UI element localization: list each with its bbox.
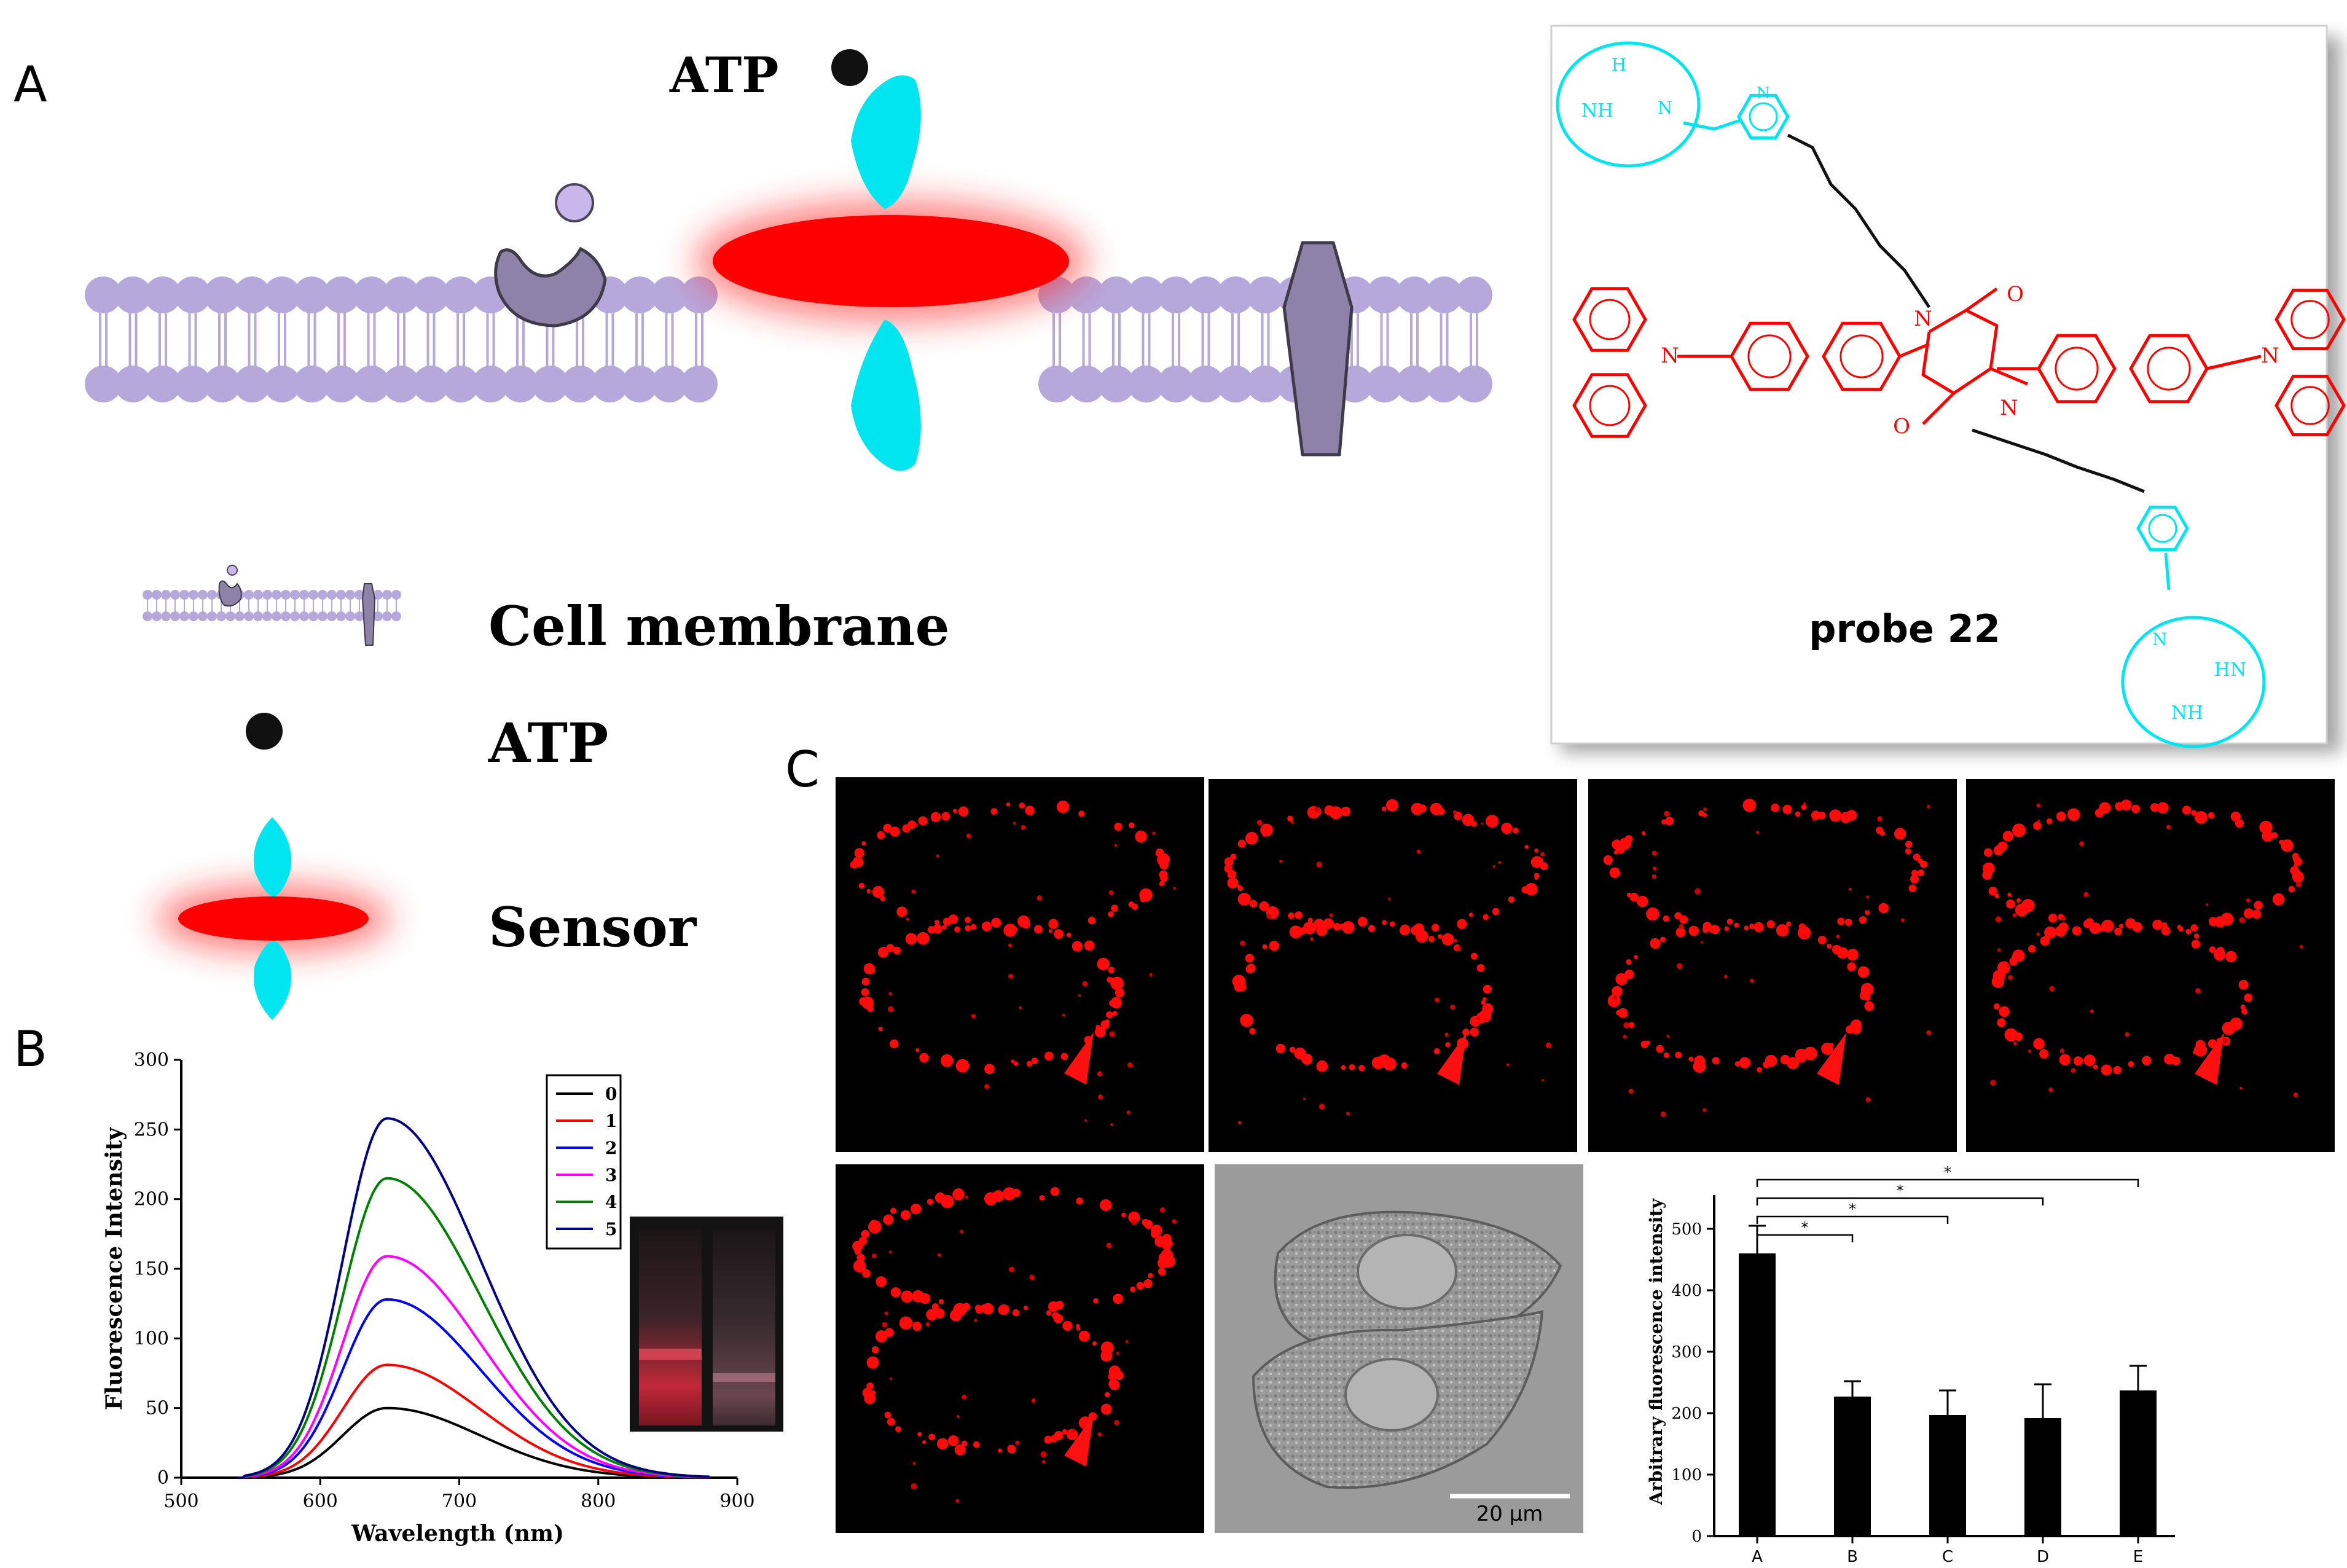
significance-bracket (1756, 1215, 1949, 1224)
bar-category-label: A (1752, 1548, 1763, 1566)
spectra-y-tick-label: 250 (134, 1119, 169, 1140)
brightfield-image: 20 μm (1215, 1164, 1583, 1533)
spectrum-line-4 (237, 1177, 710, 1479)
significance-bracket (1756, 1197, 2044, 1205)
legend-cell-membrane: Cell membrane (488, 594, 950, 658)
spectra-y-tick-label: 50 (146, 1398, 169, 1419)
legend-label-5: 5 (605, 1219, 617, 1239)
svg-text:O: O (2007, 282, 2024, 307)
ligand-ball (555, 183, 594, 222)
bar-E (2120, 1390, 2157, 1536)
svg-text:N: N (2000, 396, 2018, 420)
bar-category-label: D (2037, 1548, 2049, 1566)
cuvette-photo (630, 1217, 783, 1432)
atp-ball (831, 49, 868, 86)
channel-protein (1282, 241, 1354, 457)
receptor-protein (494, 246, 607, 327)
confocal-image-5 (836, 1164, 1204, 1533)
svg-text:N: N (1757, 84, 1771, 103)
svg-text:N: N (1661, 343, 1679, 368)
spectrum-line-5 (237, 1117, 710, 1479)
sensor-lower-lobe (851, 319, 921, 471)
spectra-x-axis-label: Wavelength (nm) (351, 1521, 564, 1546)
significance-star: * (1944, 1164, 1951, 1181)
svg-text:NH: NH (2171, 702, 2203, 724)
legend-label-1: 1 (605, 1111, 617, 1131)
bar-y-tick-label: 500 (1671, 1220, 1702, 1239)
bar-A (1739, 1253, 1776, 1536)
significance-star: * (1801, 1219, 1809, 1236)
atp-top-label: ATP (669, 46, 778, 104)
confocal-image-2 (1209, 779, 1577, 1152)
legend-label-0: 0 (605, 1084, 617, 1104)
svg-text:N: N (1658, 98, 1673, 118)
legend-label-2: 2 (605, 1138, 617, 1158)
svg-text:HN: HN (2214, 659, 2246, 681)
bar-y-tick-label: 300 (1671, 1343, 1702, 1362)
legend-atp: ATP (488, 711, 608, 775)
spectrum-line-1 (237, 1363, 710, 1479)
spectra-y-tick-label: 200 (134, 1189, 169, 1210)
scale-bar-label: 20 μm (1476, 1502, 1543, 1526)
significance-bracket (1756, 1234, 1854, 1242)
legend-atp-icon (246, 713, 283, 750)
bar-y-tick-label: 100 (1671, 1466, 1702, 1484)
spectra-y-tick-label: 0 (157, 1467, 169, 1489)
legend-sensor: Sensor (488, 895, 697, 959)
bar-y-tick-label: 400 (1671, 1282, 1702, 1300)
svg-text:N: N (2261, 343, 2279, 368)
significance-star: * (1849, 1201, 1856, 1218)
spectra-x-tick-label: 600 (303, 1491, 338, 1512)
panel-c-label: C (785, 741, 820, 798)
legend-sensor-icon (157, 817, 390, 1020)
spectra-y-tick-label: 100 (134, 1328, 169, 1349)
legend-label-4: 4 (605, 1192, 617, 1212)
bar-D (2024, 1418, 2061, 1536)
spectra-y-tick-label: 150 (134, 1258, 169, 1280)
svg-text:NH: NH (1581, 100, 1613, 122)
bar-y-tick-label: 200 (1671, 1405, 1702, 1423)
significance-star: * (1897, 1182, 1904, 1199)
significance-bracket (1756, 1178, 2139, 1187)
bar-B (1834, 1397, 1871, 1536)
svg-text:O: O (1893, 414, 1910, 439)
bar-category-label: B (1847, 1548, 1858, 1566)
legend-label-3: 3 (605, 1165, 617, 1185)
bar-C (1929, 1415, 1966, 1536)
spectra-legend-box (546, 1074, 622, 1250)
spectra-x-tick-label: 900 (719, 1491, 754, 1512)
spectrum-line-0 (237, 1406, 710, 1479)
legend-membrane-icon (143, 565, 401, 646)
spectra-y-axis-label: Fluorescence Intensity (101, 1127, 127, 1410)
confocal-image-4 (1966, 779, 2335, 1152)
spectrum-line-2 (237, 1298, 710, 1479)
svg-text:N: N (2152, 629, 2168, 649)
bar-y-tick-label: 0 (1691, 1527, 1702, 1546)
confocal-image-1 (836, 777, 1204, 1152)
panel-a-label: A (14, 56, 47, 113)
bar-category-label: E (2133, 1548, 2143, 1566)
svg-text:N: N (1914, 307, 1932, 331)
intensity-bar-chart: 0 100 200 300 400 500 A B C D E * * * * Arbitrary fl… (1646, 1164, 2175, 1566)
confocal-image-3 (1588, 779, 1957, 1152)
panel-b-label: B (14, 1021, 47, 1078)
spectra-x-tick-label: 800 (581, 1491, 616, 1512)
svg-text:H: H (1612, 55, 1626, 75)
sensor-atp-complex (694, 49, 1087, 471)
spectra-x-tick-label: 500 (163, 1491, 198, 1512)
bar-y-axis-label: Arbitrary fluorescence intensity (1646, 1198, 1666, 1505)
spectra-x-tick-label: 700 (442, 1491, 477, 1512)
spectrum-line-3 (237, 1255, 710, 1479)
spectra-y-tick-label: 300 (134, 1049, 169, 1071)
probe-label: probe 22 (1809, 606, 2000, 651)
bar-category-label: C (1942, 1548, 1953, 1566)
